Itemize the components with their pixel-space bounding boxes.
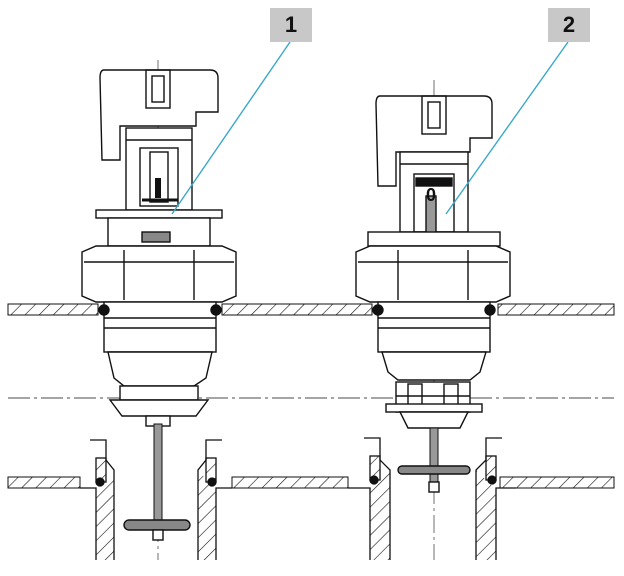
- right-indicator-mark: 0: [426, 185, 436, 205]
- lower-wall: [7, 476, 615, 489]
- right-handle-cap: [375, 95, 493, 187]
- callout-2-number: 2: [562, 12, 576, 37]
- callout-1-number: 1: [284, 12, 298, 37]
- leader-line-2: [445, 41, 569, 215]
- callout-2: 2: [548, 8, 590, 42]
- right-port-body: [348, 437, 516, 560]
- callout-1: 1: [270, 8, 312, 42]
- left-valve: [81, 69, 237, 541]
- right-valve: [355, 95, 511, 493]
- upper-wall: [7, 303, 615, 316]
- leader-line-1: [171, 41, 291, 215]
- left-port-body: [80, 439, 232, 560]
- left-handle-cap: [99, 69, 219, 161]
